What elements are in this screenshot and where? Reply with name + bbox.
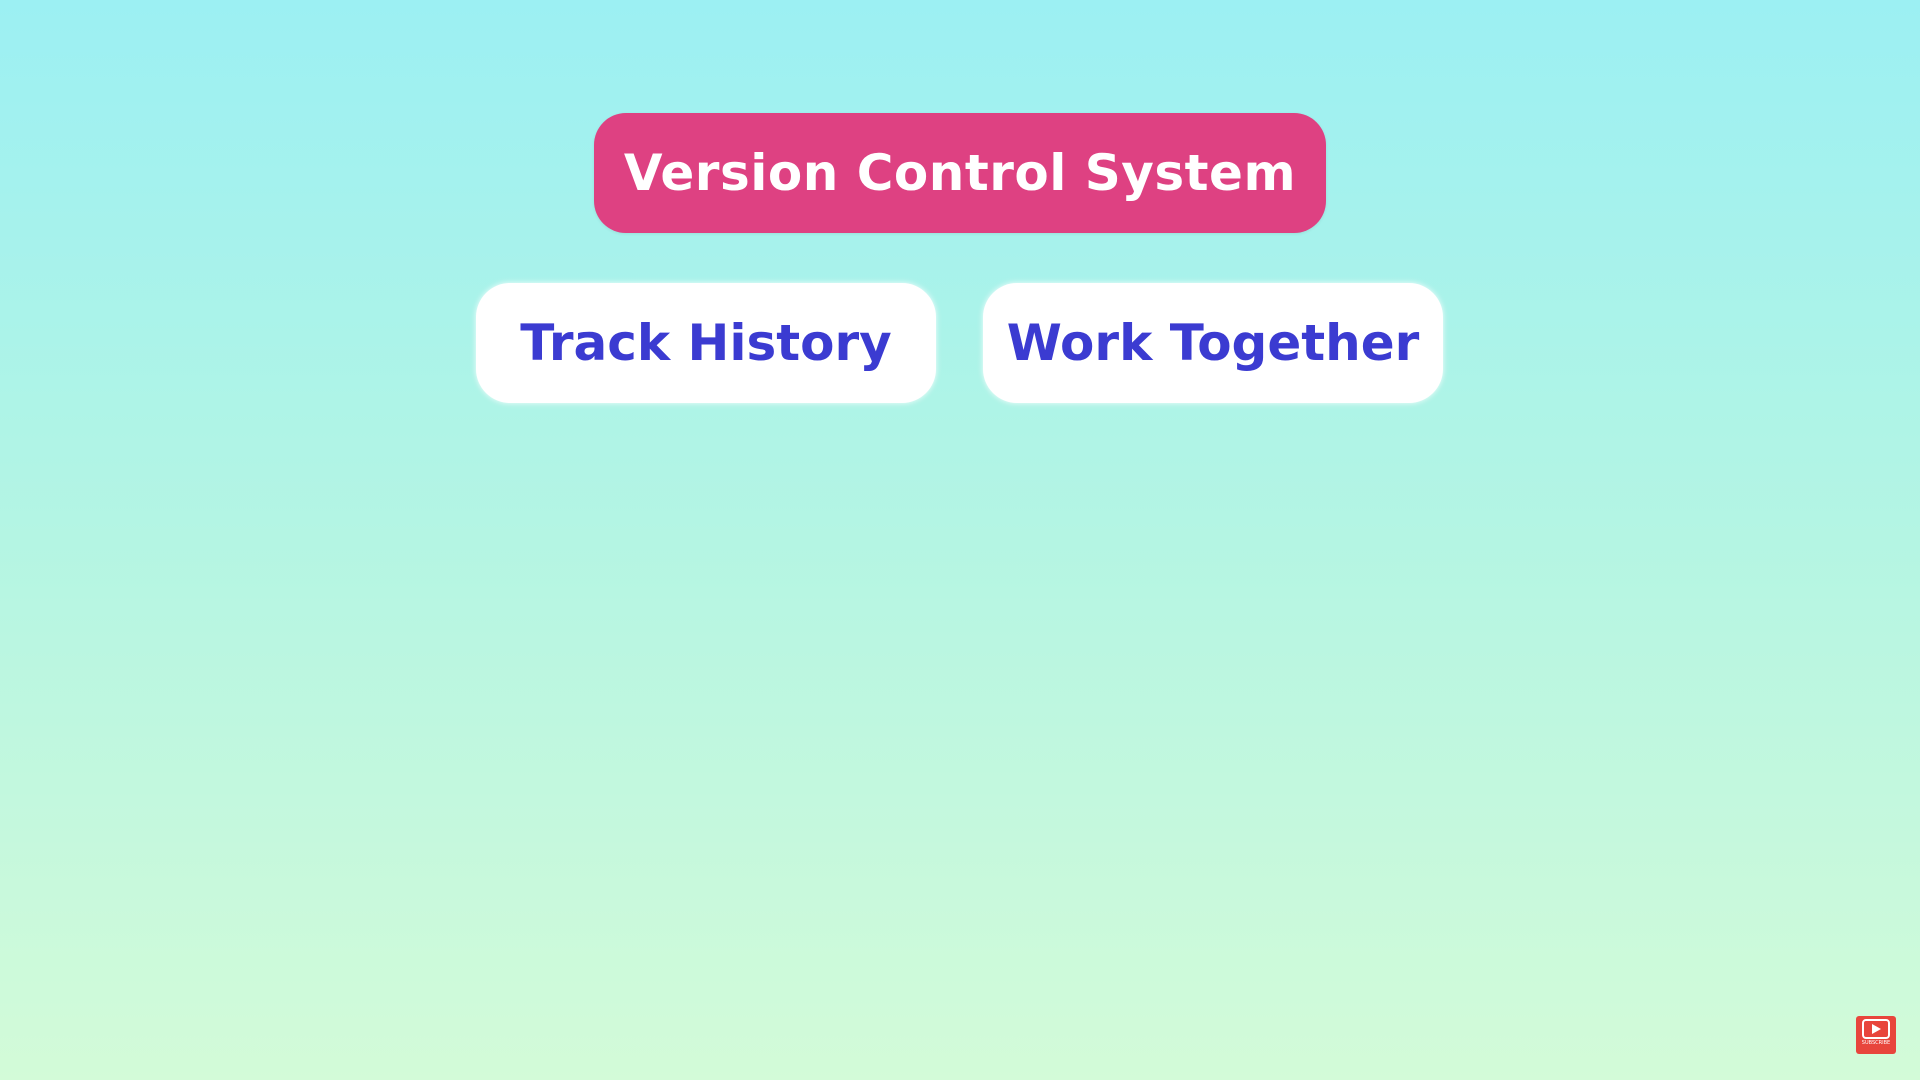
subscribe-label: SUBSCRIBE [1861,1040,1891,1046]
diagram-title: Version Control System [623,144,1297,202]
subscribe-badge[interactable]: SUBSCRIBE [1856,1016,1896,1054]
item-box-track-history: Track History [476,283,936,403]
item-label-track-history: Track History [520,314,892,372]
title-box: Version Control System [594,113,1326,233]
item-box-work-together: Work Together [983,283,1443,403]
youtube-play-icon [1862,1019,1890,1039]
item-label-work-together: Work Together [1006,314,1420,372]
